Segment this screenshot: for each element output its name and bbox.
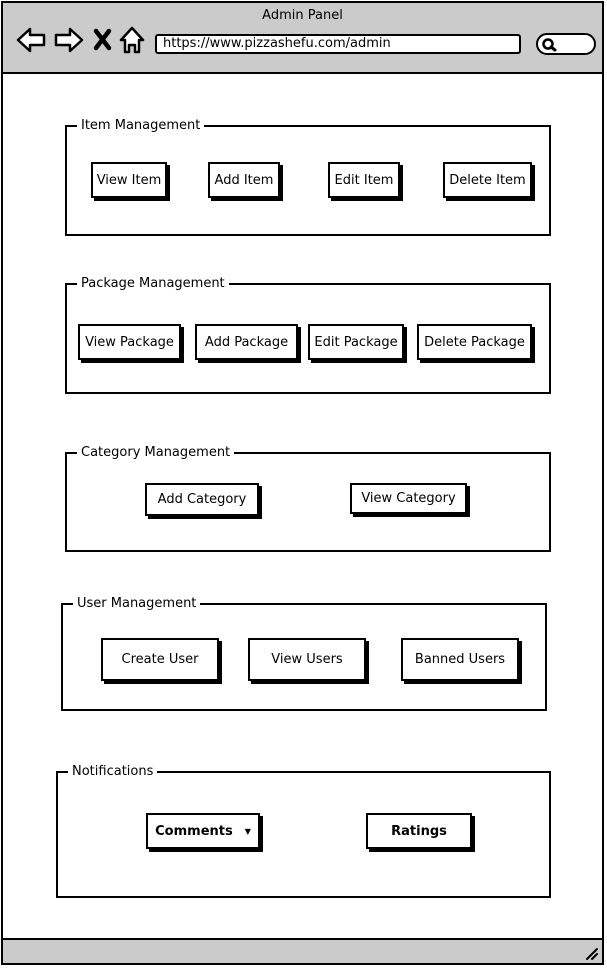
category-management-group: Category Management Add Category View Ca… bbox=[65, 445, 551, 552]
user-management-group: User Management Create User View Users B… bbox=[61, 596, 547, 711]
edit-item-button[interactable]: Edit Item bbox=[328, 162, 400, 198]
edit-package-button[interactable]: Edit Package bbox=[308, 324, 404, 360]
banned-users-button[interactable]: Banned Users bbox=[401, 638, 519, 681]
chevron-down-icon: ▼ bbox=[244, 826, 251, 836]
forward-arrow-icon[interactable] bbox=[54, 25, 84, 55]
view-package-button[interactable]: View Package bbox=[78, 324, 181, 360]
add-category-button[interactable]: Add Category bbox=[145, 483, 259, 516]
comments-label: Comments bbox=[155, 823, 233, 839]
url-field[interactable]: https://www.pizzashefu.com/admin bbox=[155, 34, 521, 54]
category-management-label: Category Management bbox=[77, 445, 235, 461]
search-icon bbox=[542, 38, 557, 52]
resize-grip-icon[interactable] bbox=[584, 946, 598, 960]
comments-dropdown-button[interactable]: Comments ▼ bbox=[146, 813, 260, 849]
close-icon[interactable] bbox=[91, 25, 121, 55]
package-management-group: Package Management View Package Add Pack… bbox=[65, 276, 551, 394]
item-management-group: Item Management View Item Add Item Edit … bbox=[65, 118, 551, 236]
add-item-button[interactable]: Add Item bbox=[208, 162, 280, 198]
view-item-button[interactable]: View Item bbox=[91, 162, 167, 198]
delete-item-button[interactable]: Delete Item bbox=[443, 162, 532, 198]
delete-package-button[interactable]: Delete Package bbox=[417, 324, 532, 360]
ratings-button[interactable]: Ratings bbox=[366, 813, 472, 849]
window-title: Admin Panel bbox=[262, 8, 343, 23]
notifications-label: Notifications bbox=[68, 764, 158, 780]
notifications-group: Notifications Comments ▼ Ratings bbox=[56, 764, 551, 898]
title-bar: Admin Panel https://www.pizzashefu.com/a… bbox=[3, 3, 602, 74]
add-package-button[interactable]: Add Package bbox=[195, 324, 298, 360]
package-management-label: Package Management bbox=[77, 276, 229, 292]
back-arrow-icon[interactable] bbox=[16, 25, 46, 55]
view-category-button[interactable]: View Category bbox=[350, 483, 467, 514]
home-icon[interactable] bbox=[118, 25, 148, 55]
view-users-button[interactable]: View Users bbox=[248, 638, 366, 681]
create-user-button[interactable]: Create User bbox=[101, 638, 219, 681]
item-management-label: Item Management bbox=[77, 118, 205, 134]
user-management-label: User Management bbox=[73, 596, 201, 612]
status-bar bbox=[3, 938, 602, 963]
search-field[interactable] bbox=[536, 33, 596, 55]
